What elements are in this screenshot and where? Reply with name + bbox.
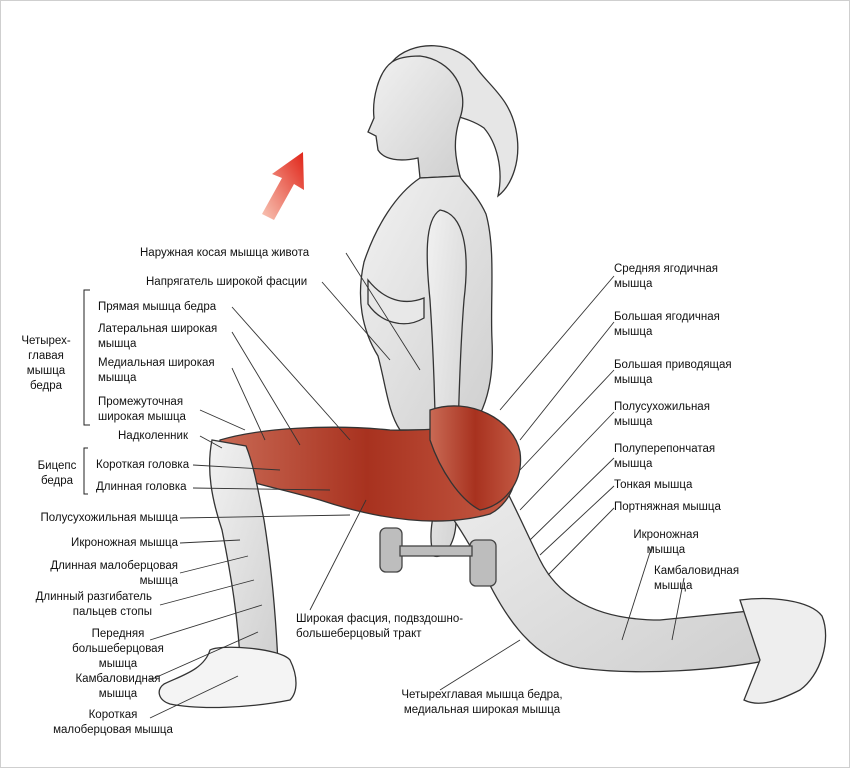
- label-vastus-intermedius: Промежуточная широкая мышца: [98, 396, 186, 423]
- label-ext-digitorum: Длинный разгибатель пальцев стопы: [35, 591, 152, 618]
- label-soleus-left: Камбаловидная мышца: [75, 673, 161, 700]
- label-adductor-magnus: Большая приводящая мышца: [614, 359, 732, 386]
- label-gastrocnemius-left: Икроножная мышца: [71, 537, 178, 549]
- label-gastrocnemius-right: Икроножная мышца: [633, 529, 699, 556]
- label-quad-medial: Четырехглавая мышца бедра, медиальная ши…: [401, 689, 563, 716]
- label-it-band: Широкая фасция, подвздошно-большеберцовы…: [296, 613, 464, 640]
- label-glute-max: Большая ягодичная мышца: [614, 311, 720, 338]
- leader-lines: [149, 252, 685, 719]
- label-sartorius: Портняжная мышца: [614, 501, 721, 513]
- label-semimembranosus: Полуперепончатая мышца: [614, 443, 716, 470]
- label-long-head: Длинная головка: [96, 481, 187, 493]
- label-glute-med: Средняя ягодичная мышца: [614, 263, 718, 290]
- label-tfl: Напрягатель широкой фасции: [146, 276, 308, 288]
- label-gracilis: Тонкая мышца: [614, 479, 693, 491]
- athlete-figure: [158, 45, 827, 709]
- label-tibialis-anterior: Передняя большеберцовая мышца: [72, 628, 164, 670]
- upward-arrow-icon: [262, 152, 304, 220]
- label-vastus-lateralis: Латеральная широкая мышца: [98, 323, 218, 350]
- group-quadriceps: Четырех-главая мышца бедра: [21, 335, 71, 392]
- label-patella: Надколенник: [118, 430, 188, 442]
- label-short-head: Короткая головка: [96, 459, 190, 471]
- label-vastus-medialis: Медиальная широкая мышца: [98, 357, 215, 384]
- label-soleus-right: Камбаловидная мышца: [654, 565, 740, 592]
- label-peroneus-longus: Длинная малоберцовая мышца: [50, 560, 178, 587]
- label-peroneus-brevis: Короткая малоберцовая мышца: [53, 709, 173, 736]
- label-ext-oblique: Наружная косая мышца живота: [140, 247, 310, 259]
- label-semitendinosus-right: Полусухожильная мышца: [614, 401, 710, 428]
- label-rectus-femoris: Прямая мышца бедра: [98, 301, 217, 313]
- group-biceps-femoris: Бицепс бедра: [37, 460, 77, 487]
- label-semitendinosus-left: Полусухожильная мышца: [40, 512, 179, 524]
